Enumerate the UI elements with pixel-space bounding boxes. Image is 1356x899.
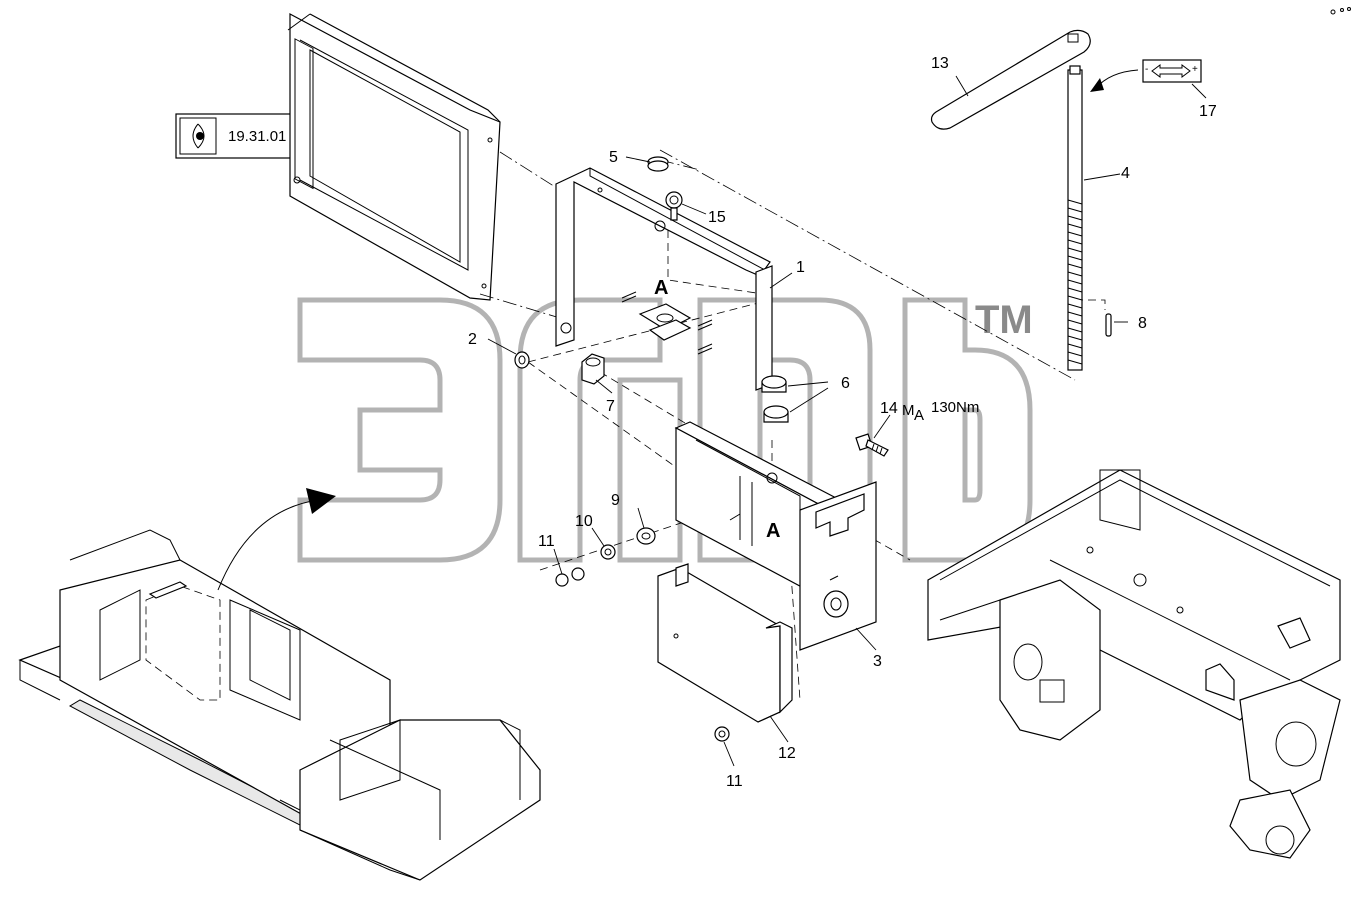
callout-4: 4 (1121, 165, 1130, 182)
adjust-symbol-17: - + (1142, 59, 1202, 83)
callout-11-top: 11 (538, 533, 555, 550)
callout-17: 17 (1199, 103, 1217, 120)
callout-6: 6 (841, 375, 850, 392)
callout-10: 10 (575, 513, 593, 530)
nut-11-top (555, 567, 585, 587)
curved-arrow-icon (217, 488, 336, 591)
bolt-14 (855, 433, 889, 457)
plate-3 (799, 481, 877, 651)
watermark-tm: TM (975, 298, 1033, 342)
callout-14: 14 (880, 400, 898, 417)
callout-2: 2 (468, 331, 477, 348)
torque-spec: M A 130Nm (902, 399, 979, 424)
torque-symbol: M (902, 402, 915, 419)
pin-8 (1105, 313, 1112, 337)
section-mark-a-bottom: A (766, 520, 780, 542)
bushing-6-lower (763, 405, 789, 423)
arrow-to-spindle-icon (1090, 69, 1139, 92)
torque-subscript: A (914, 407, 924, 424)
section-mark-a-top: A (654, 277, 668, 299)
clip-5 (647, 156, 669, 172)
callouts: 5 15 1 2 7 6 14 8 4 13 17 9 10 11 3 12 1… (468, 55, 1217, 790)
reference-label: 19.31.01 (228, 128, 286, 145)
callout-15: 15 (708, 209, 726, 226)
callout-8: 8 (1138, 315, 1147, 332)
leader-lines (487, 75, 1207, 767)
bracket-1 (555, 167, 773, 391)
eye-icon (192, 123, 205, 149)
machine-overview (18, 529, 541, 881)
callout-5: 5 (609, 149, 618, 166)
washer-10 (600, 544, 616, 560)
corner-mark (1330, 7, 1351, 15)
washer-2 (514, 351, 530, 369)
clamp-block (638, 303, 692, 341)
nut-7 (581, 353, 605, 385)
chassis (927, 469, 1341, 859)
adjust-plus: + (1192, 64, 1198, 75)
callout-3: 3 (873, 653, 882, 670)
back-frame (287, 13, 501, 301)
spindle-4 (1067, 65, 1083, 371)
double-arrow-icon (1151, 64, 1191, 78)
callout-7: 7 (606, 398, 615, 415)
bushing-6-upper (761, 375, 787, 393)
cover-12 (657, 563, 793, 723)
callout-11-bottom: 11 (726, 773, 743, 790)
callout-1: 1 (796, 259, 805, 276)
reference-box: 19.31.01 (175, 113, 295, 159)
callout-9: 9 (611, 492, 620, 509)
torque-value: 130Nm (931, 399, 979, 416)
adjust-minus: - (1145, 64, 1148, 75)
callout-12: 12 (778, 745, 796, 762)
callout-13: 13 (931, 55, 949, 72)
handle-13 (930, 29, 1091, 130)
washer-9 (636, 527, 656, 545)
eye-bolt-15 (665, 191, 683, 221)
studs (621, 291, 713, 355)
nut-11-bottom (714, 726, 730, 742)
